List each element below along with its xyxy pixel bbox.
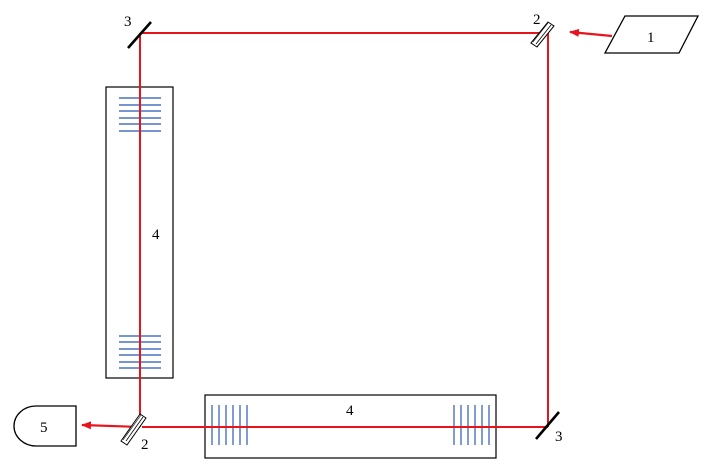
- horizontal-cell-right-grating: [453, 405, 490, 445]
- label-source: 1: [647, 30, 655, 46]
- beam-splitter-bottom-left: [120, 413, 147, 446]
- detector-output-arrow: [81, 421, 141, 430]
- label-horizontal-cell: 4: [346, 403, 354, 419]
- label-splitter-bottom: 2: [141, 437, 149, 453]
- laser-beam-path: [139, 32, 549, 428]
- label-mirror-top: 3: [124, 14, 132, 30]
- label-splitter-top: 2: [533, 12, 541, 28]
- horizontal-cell-left-grating: [211, 405, 248, 445]
- label-vertical-cell: 4: [152, 227, 160, 243]
- laser-source: [603, 15, 700, 54]
- vertical-cell-top-grating: [119, 97, 161, 132]
- mirror-top-left: [127, 21, 152, 49]
- label-detector: 5: [40, 420, 48, 436]
- label-mirror-bottom: 3: [555, 429, 563, 445]
- detector: [13, 405, 77, 447]
- source-input-arrow: [569, 28, 613, 38]
- mirror-bottom-right: [535, 411, 560, 440]
- beam-splitter-top-right: [530, 21, 555, 48]
